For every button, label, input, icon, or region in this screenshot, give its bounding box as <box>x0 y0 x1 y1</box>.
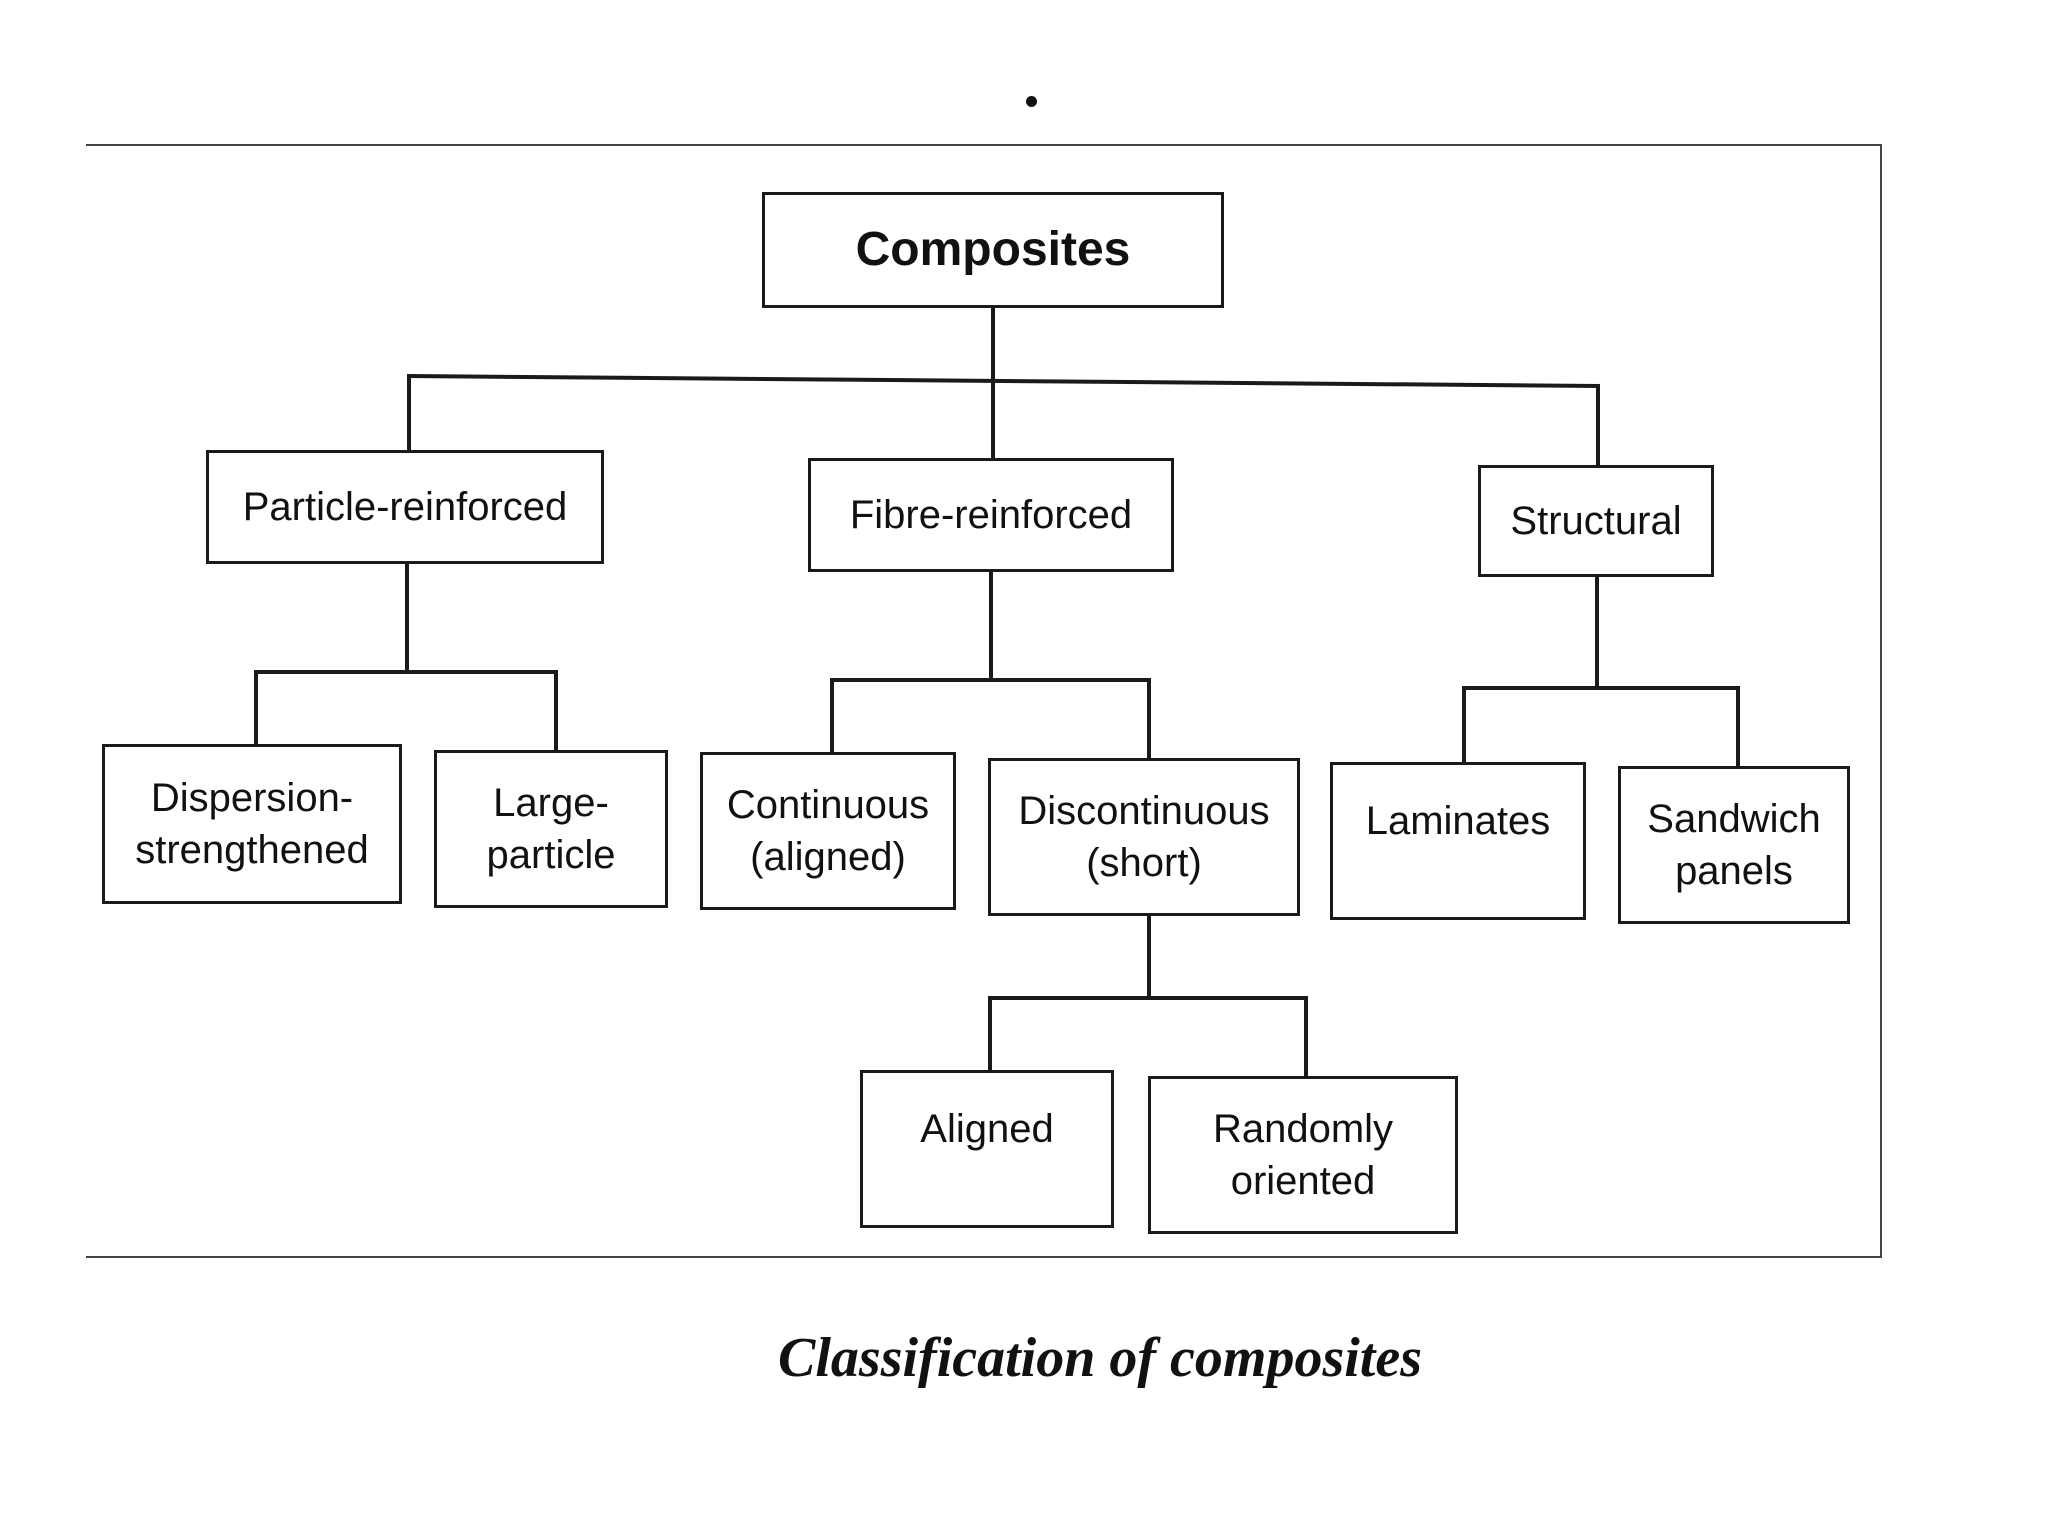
node-large-particle: Large- particle <box>434 750 668 908</box>
node-laminates: Laminates <box>1330 762 1586 920</box>
node-discontinuous-short: Discontinuous (short) <box>988 758 1300 916</box>
node-randomly-oriented: Randomly oriented <box>1148 1076 1458 1234</box>
node-dispersion-strengthened: Dispersion- strengthened <box>102 744 402 904</box>
node-fibre-reinforced: Fibre-reinforced <box>808 458 1174 572</box>
node-structural: Structural <box>1478 465 1714 577</box>
node-sandwich-panels: Sandwich panels <box>1618 766 1850 924</box>
node-composites: Composites <box>762 192 1224 308</box>
node-particle-reinforced: Particle-reinforced <box>206 450 604 564</box>
connector-bus-level1 <box>406 373 1601 389</box>
figure-caption: Classification of composites <box>778 1327 1422 1389</box>
node-continuous-aligned: Continuous (aligned) <box>700 752 956 910</box>
bullet-dot <box>1026 96 1037 107</box>
diagram-frame <box>86 144 1882 1258</box>
node-aligned: Aligned <box>860 1070 1114 1228</box>
